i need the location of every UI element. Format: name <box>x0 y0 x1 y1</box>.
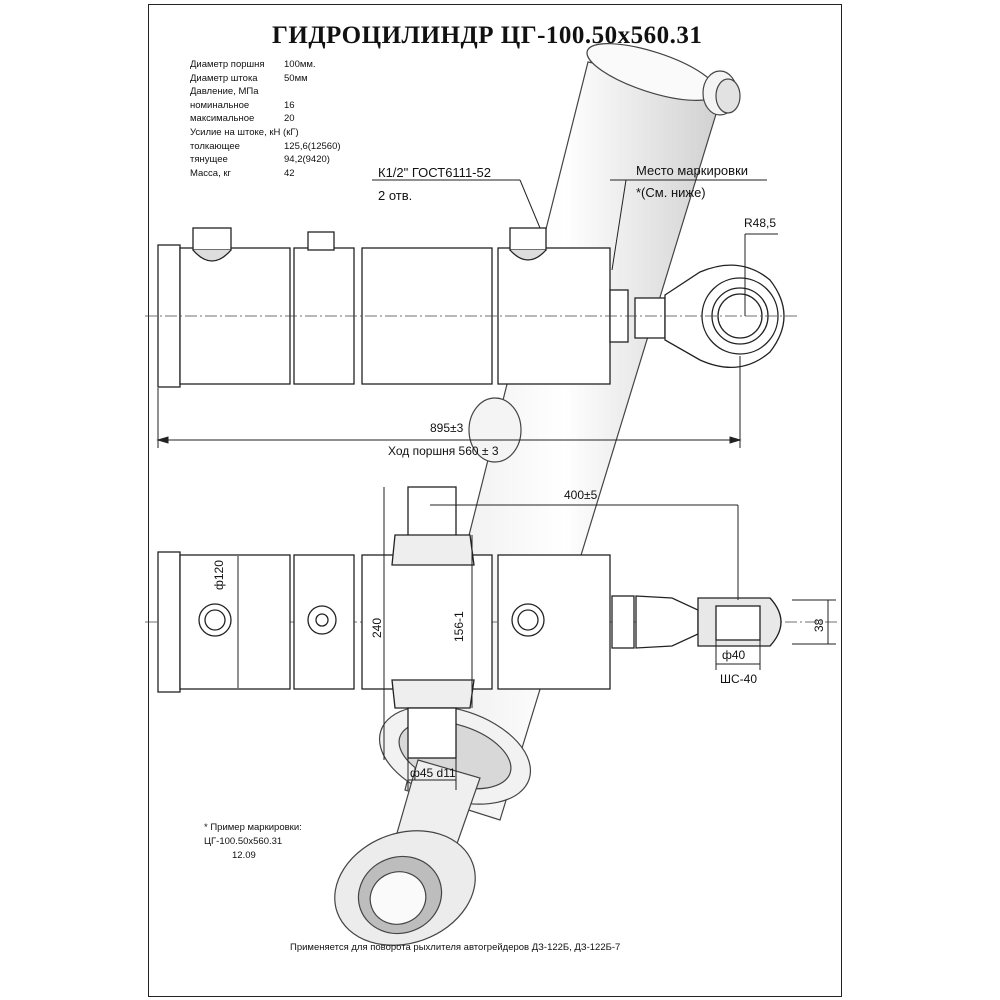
spec-label: Масса, кг <box>190 167 231 179</box>
spec-label: номинальное <box>190 99 250 111</box>
drawing-frame <box>148 4 842 997</box>
application-note: Применяется для поворота рыхлителя автог… <box>290 942 621 953</box>
port-fitting <box>307 231 335 251</box>
dimension-lines <box>156 179 778 448</box>
total-length-dim: 895±3 <box>430 421 464 435</box>
trunnion-pin-top <box>407 486 457 538</box>
spec-value: 42 <box>284 167 295 179</box>
port-fitting <box>192 227 232 251</box>
marking-ref-label: *(См. ниже) <box>636 185 706 200</box>
spec-label: Усилие на штоке, кН (кГ) <box>190 127 299 138</box>
marking-example-date: 12.09 <box>232 850 256 861</box>
marking-example-heading: * Пример маркировки: <box>204 822 302 833</box>
body-section <box>293 247 355 385</box>
pin-diameter-dim: ф45 d11 <box>410 766 456 780</box>
spec-value: 50мм <box>284 72 308 84</box>
bottom-view <box>157 486 782 759</box>
rod-end <box>634 297 666 339</box>
bearing-type-label: ШС-40 <box>720 672 758 686</box>
stroke-dim: Ход поршня 560 ± 3 <box>388 444 499 458</box>
body-end-cap <box>157 551 181 693</box>
rod-end <box>635 595 699 649</box>
trunnion-width-dim: 156-1 <box>452 611 466 642</box>
spec-value: 16 <box>284 99 295 111</box>
spec-label: толкающее <box>190 140 240 152</box>
port-fitting <box>509 227 547 251</box>
marking-example-code: ЦГ-100.50х560.31 <box>204 836 283 847</box>
trunnion-span-dim: 240 <box>370 617 384 638</box>
spec-value: 94,2(9420) <box>284 154 330 166</box>
spec-value: 20 <box>284 113 295 125</box>
spec-label: Давление, МПа <box>190 86 259 98</box>
port-thread-label: К1/2" ГОСТ6111-52 <box>378 165 491 180</box>
bottom-dimension-lines <box>237 487 836 790</box>
spec-label: тянущее <box>190 154 228 166</box>
spec-label: максимальное <box>190 113 255 125</box>
spec-value: 125,6(12560) <box>284 140 341 152</box>
spec-value: 100мм. <box>284 59 316 70</box>
eye-height-dim: 38 <box>812 618 826 632</box>
bearing-diameter-dim: ф40 <box>722 648 746 662</box>
radius-label: R48,5 <box>744 216 777 230</box>
spec-label: Диаметр поршня <box>190 59 265 70</box>
trunnion-pin-bottom <box>407 707 457 759</box>
trunnion-top <box>391 534 475 566</box>
trunnion-bottom <box>391 679 475 709</box>
body-diameter-dim: ф120 <box>212 560 226 590</box>
port-count-label: 2 отв. <box>378 188 413 203</box>
trunnion-offset-dim: 400±5 <box>564 488 598 502</box>
drawing-title: ГИДРОЦИЛИНДР ЦГ-100.50х560.31 <box>272 22 703 49</box>
top-view <box>157 227 785 388</box>
spec-label: Диаметр штока <box>190 72 258 84</box>
marking-place-label: Место маркировки <box>636 163 749 178</box>
body-section <box>179 554 291 690</box>
